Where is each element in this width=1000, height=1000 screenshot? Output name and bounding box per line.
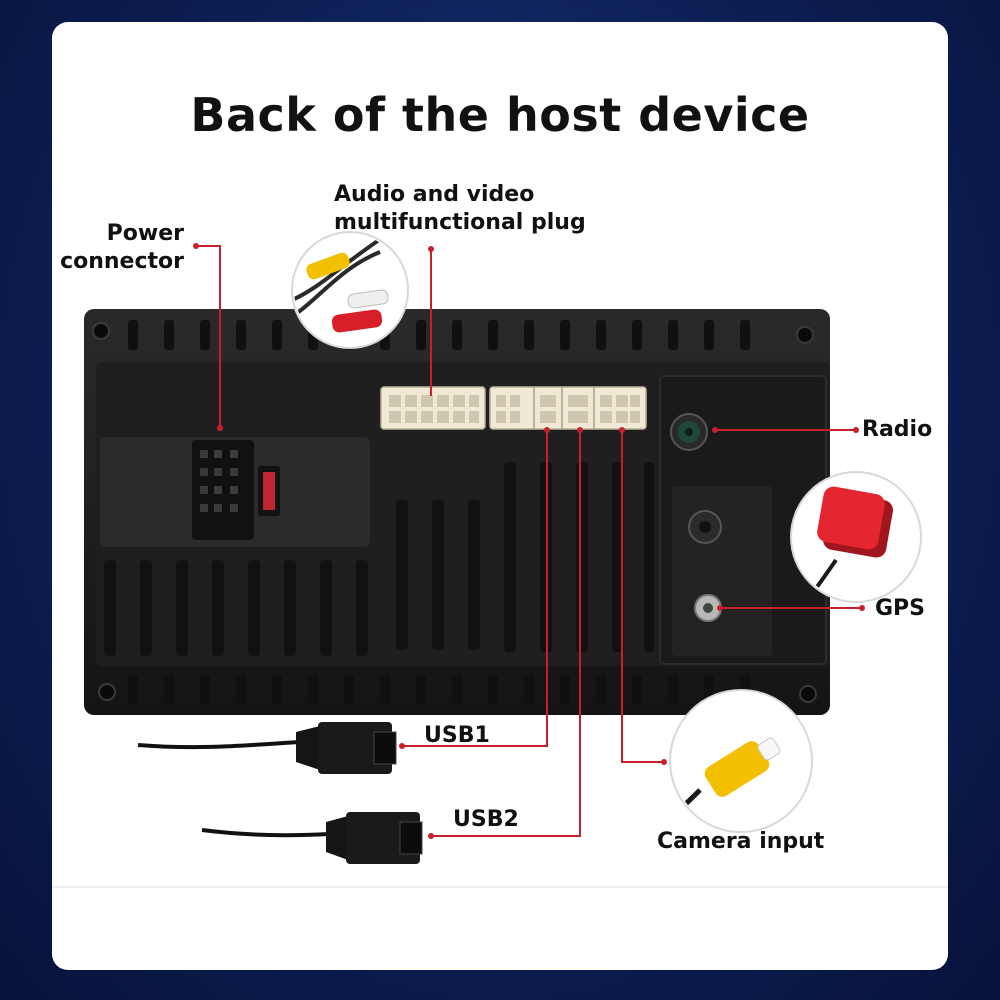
av-connector-block bbox=[380, 386, 486, 430]
usb-camera-connector-block bbox=[489, 386, 647, 430]
divider bbox=[52, 886, 948, 888]
label-power-line1: Power bbox=[106, 221, 184, 246]
host-device-back bbox=[84, 309, 830, 715]
usb-cable-icon bbox=[201, 812, 423, 864]
radio-jack bbox=[670, 413, 708, 451]
rca-cable-icon bbox=[291, 231, 409, 349]
gps-antenna-icon bbox=[790, 471, 922, 603]
label-power-line2: connector bbox=[60, 249, 184, 274]
camera-jack-socket bbox=[688, 510, 722, 544]
usb-cable-icon bbox=[137, 722, 397, 774]
label-usb2: USB2 bbox=[453, 807, 519, 832]
label-camera-input: Camera input bbox=[657, 829, 825, 854]
label-av-line2: multifunctional plug bbox=[334, 210, 586, 235]
label-av-plug: Audio and video multifunctional plug bbox=[334, 181, 586, 237]
leader-lines bbox=[196, 245, 862, 837]
label-av-line1: Audio and video bbox=[334, 182, 535, 207]
label-gps: GPS bbox=[875, 596, 926, 621]
rca-camera-cable-icon bbox=[669, 689, 813, 833]
label-usb1: USB1 bbox=[424, 723, 490, 748]
page-title: Back of the host device bbox=[190, 88, 810, 142]
label-radio: Radio bbox=[862, 417, 933, 442]
label-power-connector: Power connector bbox=[56, 220, 184, 276]
